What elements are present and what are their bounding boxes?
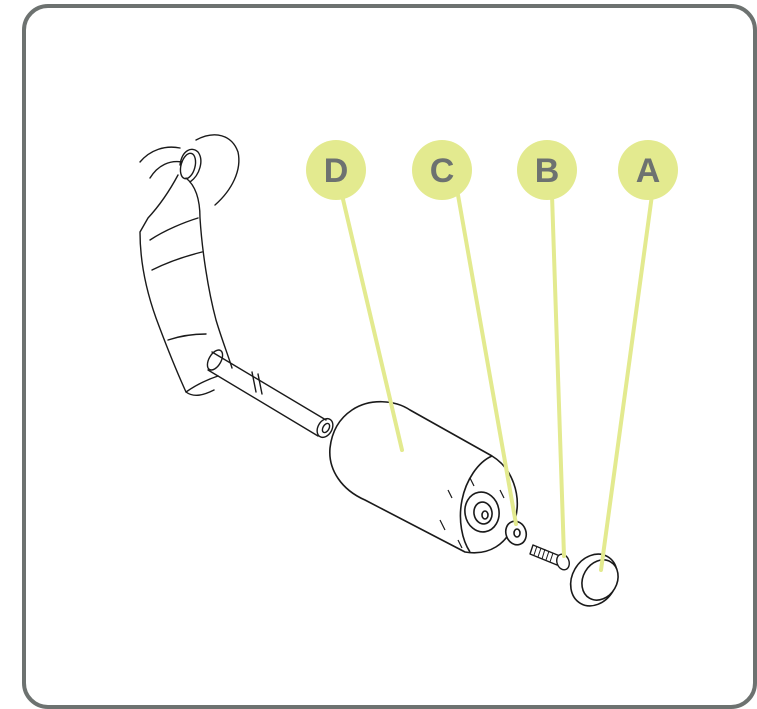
- callout-label-a: A: [636, 152, 661, 190]
- leader-line-c: [456, 193, 518, 526]
- callout-c: C: [412, 140, 472, 200]
- leader-line-a: [599, 193, 654, 572]
- bar-end-weight-part: [329, 400, 519, 554]
- end-cap-part: [569, 553, 619, 607]
- handlebar-lever: [139, 134, 334, 439]
- diagram-frame: [22, 4, 757, 709]
- callout-badge-a: [618, 140, 678, 200]
- screw-part: [529, 544, 570, 571]
- leader-line-b: [550, 193, 566, 558]
- callout-a: A: [618, 140, 678, 200]
- callout-label-b: B: [535, 152, 560, 190]
- callout-badge-b: [517, 140, 577, 200]
- leader-lines: [340, 193, 654, 572]
- callout-badge-c: [412, 140, 472, 200]
- washer-part: [504, 520, 528, 546]
- callout-d: D: [306, 140, 366, 200]
- callout-badge-d: [306, 140, 366, 200]
- callout-label-d: D: [324, 152, 349, 190]
- callout-b: B: [517, 140, 577, 200]
- leader-line-d: [340, 193, 404, 452]
- callout-label-c: C: [430, 152, 455, 190]
